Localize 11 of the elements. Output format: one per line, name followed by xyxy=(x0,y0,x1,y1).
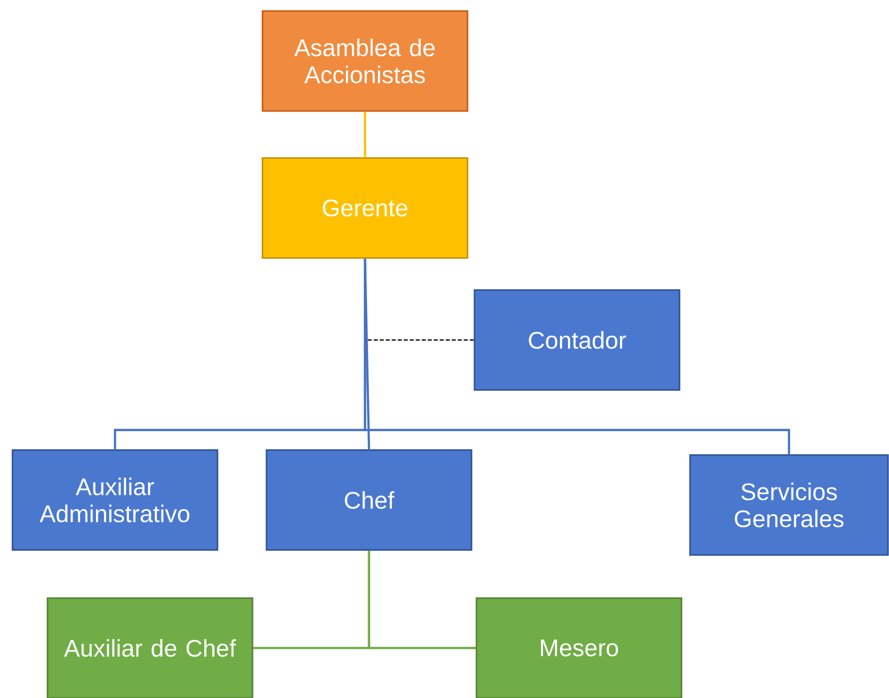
org-box: Gerente xyxy=(262,157,468,259)
connector-line xyxy=(364,258,790,454)
org-box: Auxiliar Administrativo xyxy=(12,449,218,551)
connector-line xyxy=(364,112,366,158)
connector-line xyxy=(368,550,476,650)
org-box: Contador xyxy=(474,289,680,391)
org-box: Chef xyxy=(266,449,472,551)
org-box: Asamblea de Accionistas xyxy=(262,10,468,112)
org-box: Servicios Generales xyxy=(689,454,889,556)
org-box: Mesero xyxy=(476,597,682,698)
org-box: Auxiliar de Chef xyxy=(46,597,254,698)
